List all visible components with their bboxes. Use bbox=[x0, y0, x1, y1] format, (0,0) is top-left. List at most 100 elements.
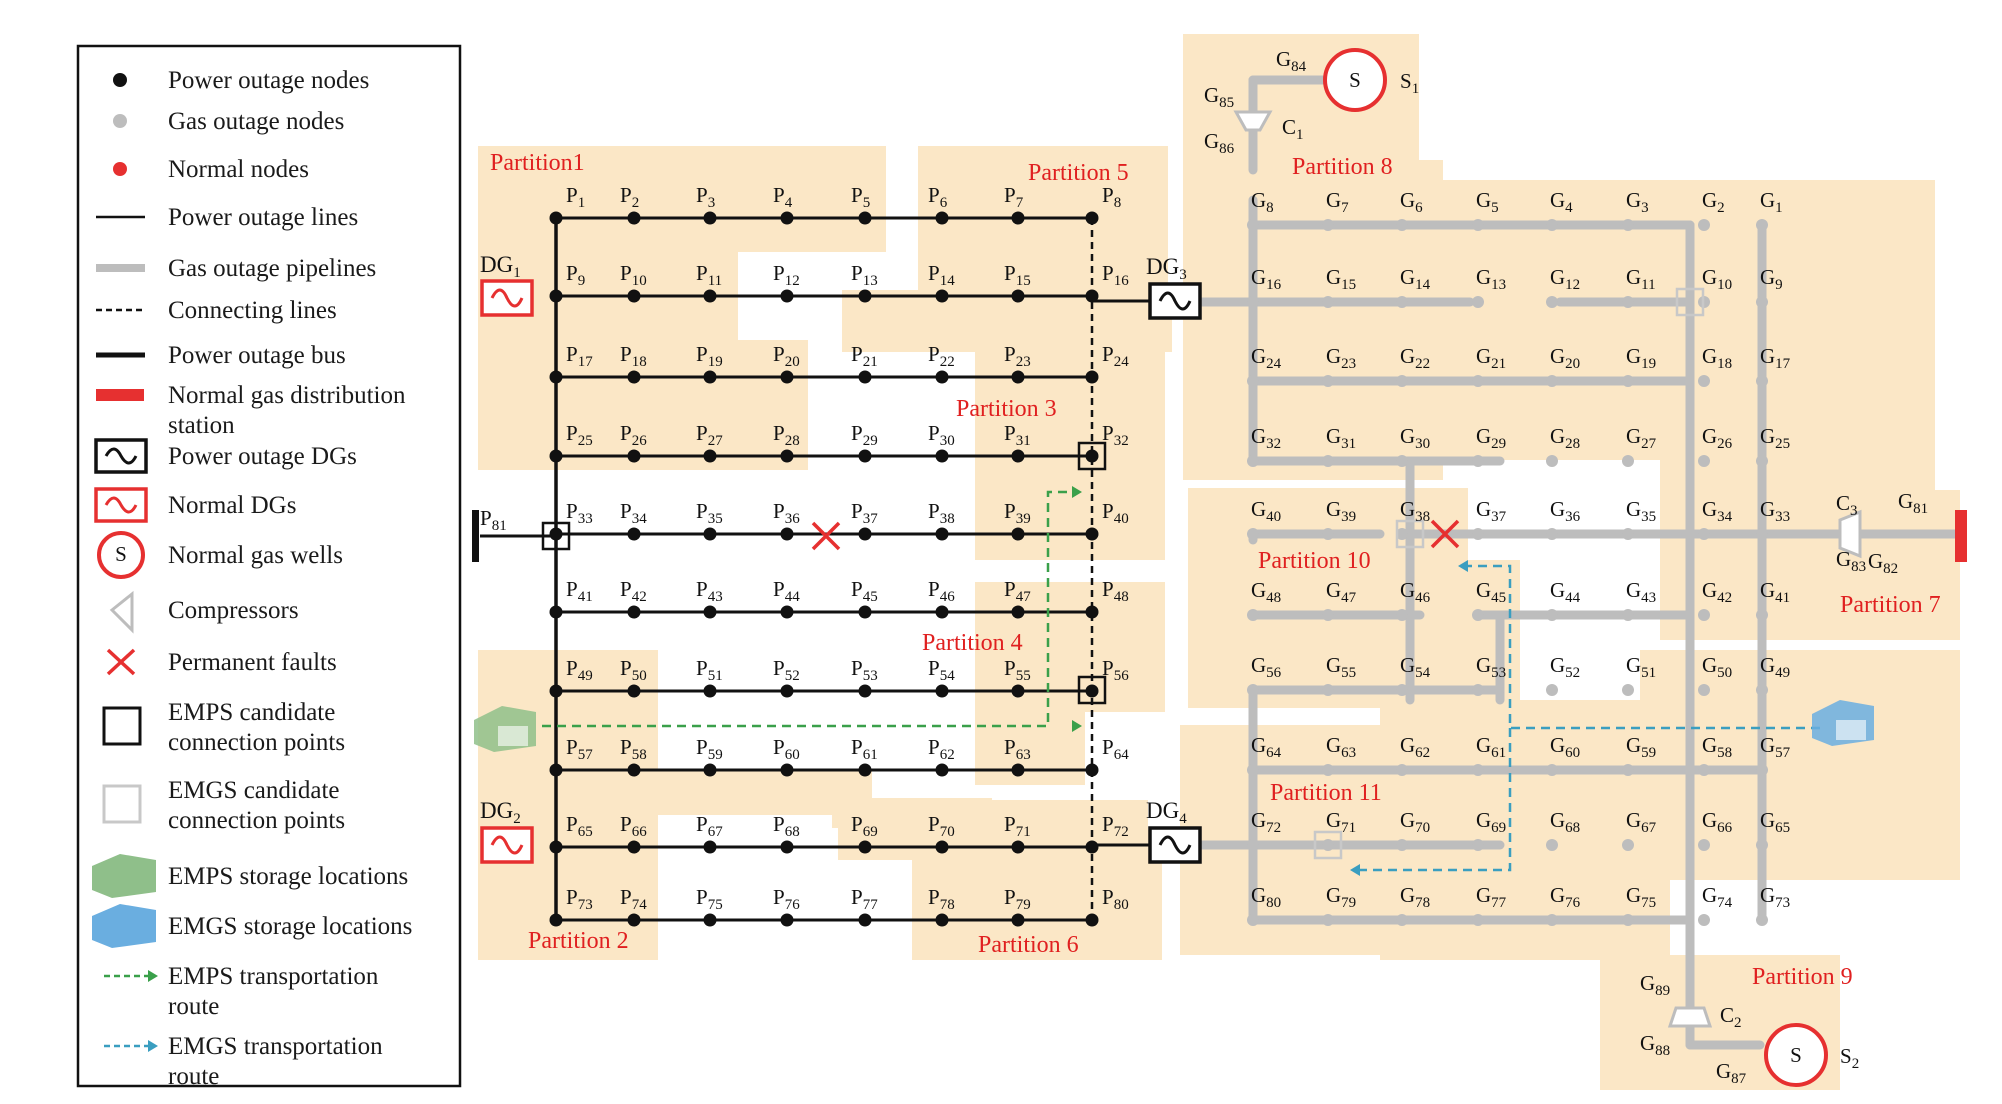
gas-node-label-g18: G18 bbox=[1702, 344, 1732, 372]
gas-node-label-g45: G45 bbox=[1476, 578, 1506, 606]
legend-item-power_outage_bus-text: Power outage bus bbox=[168, 342, 346, 369]
power-node-p16 bbox=[1085, 289, 1099, 303]
power-node-p32 bbox=[1085, 449, 1099, 463]
legend-item-normal_nodes-text: Normal nodes bbox=[168, 156, 309, 183]
power-node-label-p27: P27 bbox=[696, 421, 723, 449]
power-node-p33 bbox=[549, 527, 563, 541]
legend-item-emps_candidate-text: EMPS candidate bbox=[168, 699, 335, 726]
gas-node-g53 bbox=[1472, 684, 1484, 696]
power-node-p57 bbox=[549, 763, 563, 777]
power-node-p36 bbox=[780, 527, 794, 541]
gas-node-label-g8: G8 bbox=[1251, 188, 1274, 216]
power-node-label-p74: P74 bbox=[620, 885, 647, 913]
power-node-p75 bbox=[703, 913, 717, 927]
gas-node-g60 bbox=[1546, 764, 1558, 776]
power-node-label-p15: P15 bbox=[1004, 261, 1031, 289]
gas-node-g80 bbox=[1247, 914, 1259, 926]
power-node-p1 bbox=[549, 211, 563, 225]
gas-node-g71 bbox=[1322, 839, 1334, 851]
power-node-p43 bbox=[703, 605, 717, 619]
legend-item-permanent_faults-text: Permanent faults bbox=[168, 649, 337, 676]
power-node-p80 bbox=[1085, 913, 1099, 927]
gas-node-g23 bbox=[1322, 375, 1334, 387]
power-node-p17 bbox=[549, 370, 563, 384]
legend-item-gas_outage_nodes-text: Gas outage nodes bbox=[168, 108, 344, 135]
power-node-p39 bbox=[1011, 527, 1025, 541]
gas-node-g33 bbox=[1756, 528, 1768, 540]
gas-node-g25 bbox=[1756, 455, 1768, 467]
gas-node-g76 bbox=[1546, 914, 1558, 926]
power-node-p31 bbox=[1011, 449, 1025, 463]
gas-node-label-g44: G44 bbox=[1550, 578, 1581, 606]
gas-node-g26 bbox=[1698, 455, 1710, 467]
power-node-label-p12: P12 bbox=[773, 261, 800, 289]
power-node-label-p38: P38 bbox=[928, 499, 955, 527]
dg4-label: DG4 bbox=[1146, 798, 1187, 827]
gas-node-label-g59: G59 bbox=[1626, 733, 1656, 761]
gas-node-label-g64: G64 bbox=[1251, 733, 1282, 761]
power-node-label-p64: P64 bbox=[1102, 735, 1129, 763]
gas-node-label-g74: G74 bbox=[1702, 883, 1733, 911]
power-node-label-p81: P81 bbox=[480, 506, 507, 534]
power-node-p54 bbox=[935, 684, 949, 698]
power-node-p79 bbox=[1011, 913, 1025, 927]
power-node-p7 bbox=[1011, 211, 1025, 225]
power-node-label-p78: P78 bbox=[928, 885, 955, 913]
gas-node-label-g80: G80 bbox=[1251, 883, 1281, 911]
partition-area-0 bbox=[478, 146, 886, 252]
partition-area-16 bbox=[1660, 180, 1935, 500]
gas-node-label-g32: G32 bbox=[1251, 424, 1281, 452]
legend-item-normal_nodes-swatch bbox=[113, 162, 127, 176]
power-node-label-p51: P51 bbox=[696, 656, 723, 684]
partition-label-5: Partition 5 bbox=[1028, 160, 1129, 186]
power-node-label-p19: P19 bbox=[696, 342, 723, 370]
power-node-p45 bbox=[858, 605, 872, 619]
compressor-c2 bbox=[1667, 1006, 1713, 1028]
power-node-label-p20: P20 bbox=[773, 342, 800, 370]
gas-node-label-g24: G24 bbox=[1251, 344, 1282, 372]
power-node-p53 bbox=[858, 684, 872, 698]
gas-node-g31 bbox=[1322, 455, 1334, 467]
power-node-p30 bbox=[935, 449, 949, 463]
well-s1-label: S1 bbox=[1400, 69, 1419, 97]
gas-distribution-station bbox=[1955, 510, 1967, 562]
gas-node-g2 bbox=[1698, 219, 1710, 231]
partition-label-4: Partition 4 bbox=[922, 630, 1023, 656]
gas-node-g74 bbox=[1698, 914, 1710, 926]
gas-node-g3 bbox=[1622, 219, 1634, 231]
gas-node-g46 bbox=[1396, 609, 1408, 621]
power-node-label-p33: P33 bbox=[566, 499, 593, 527]
power-node-p14 bbox=[935, 289, 949, 303]
gas-node-label-g73: G73 bbox=[1760, 883, 1790, 911]
gas-node-label-g5: G5 bbox=[1476, 188, 1499, 216]
power-node-label-p35: P35 bbox=[696, 499, 723, 527]
legend-item-power_outage_nodes-swatch bbox=[113, 73, 127, 87]
gas-node-g59 bbox=[1622, 764, 1634, 776]
legend-item-power_outage_dgs-text: Power outage DGs bbox=[168, 443, 357, 470]
gas-node-label-g15: G15 bbox=[1326, 265, 1356, 293]
gas-node-label-g88: G88 bbox=[1640, 1031, 1670, 1059]
power-node-p50 bbox=[627, 684, 641, 698]
emps-route-arrow-head bbox=[1072, 486, 1082, 498]
power-node-label-p25: P25 bbox=[566, 421, 593, 449]
power-node-p72 bbox=[1085, 840, 1099, 854]
gas-node-g8 bbox=[1247, 219, 1259, 231]
power-node-label-p18: P18 bbox=[620, 342, 647, 370]
power-node-label-p57: P57 bbox=[566, 735, 593, 763]
gas-node-label-g11: G11 bbox=[1626, 265, 1656, 293]
power-node-p71 bbox=[1011, 840, 1025, 854]
power-node-label-p31: P31 bbox=[1004, 421, 1031, 449]
power-node-label-p71: P71 bbox=[1004, 812, 1031, 840]
gas-node-g13 bbox=[1472, 296, 1484, 308]
partition-label-8: Partition 8 bbox=[1292, 154, 1393, 180]
power-node-p73 bbox=[549, 913, 563, 927]
power-node-label-p8: P8 bbox=[1102, 183, 1121, 211]
gas-node-label-g76: G76 bbox=[1550, 883, 1581, 911]
fault-g38-b bbox=[1430, 519, 1460, 549]
gas-node-label-g68: G68 bbox=[1550, 808, 1580, 836]
gas-node-label-g10: G10 bbox=[1702, 265, 1732, 293]
gas-node-g75 bbox=[1622, 914, 1634, 926]
compressor-c3 bbox=[1838, 509, 1862, 559]
legend-item-permanent_faults-b bbox=[106, 648, 136, 676]
gas-node-label-g28: G28 bbox=[1550, 424, 1580, 452]
